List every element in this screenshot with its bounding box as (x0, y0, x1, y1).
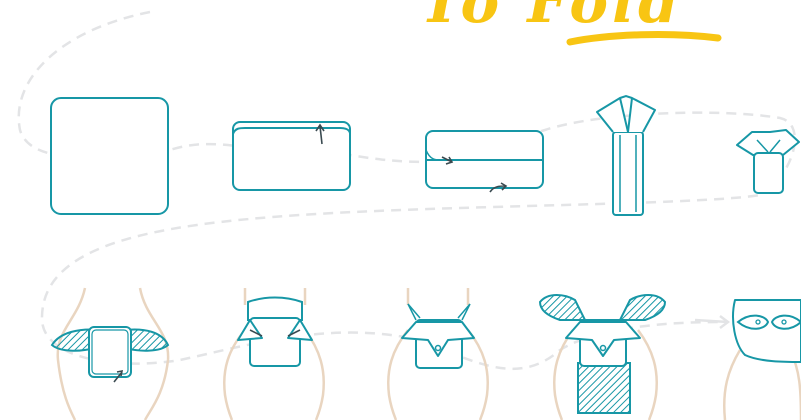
flat-square-step (51, 98, 168, 214)
snap-front-step (388, 288, 487, 420)
page-title: To Fold (420, 0, 683, 36)
fold-wings-in-step (224, 288, 323, 420)
fold-in-thirds-step (426, 131, 543, 192)
title-banner: To Fold (420, 0, 720, 54)
place-under-baby-step (52, 288, 168, 420)
finished-diaper-step (695, 300, 801, 420)
fold-hatched-wings-step (540, 295, 665, 420)
fold-top-down-step (233, 122, 350, 190)
fan-top-step (597, 96, 655, 215)
title-underline (570, 35, 718, 42)
